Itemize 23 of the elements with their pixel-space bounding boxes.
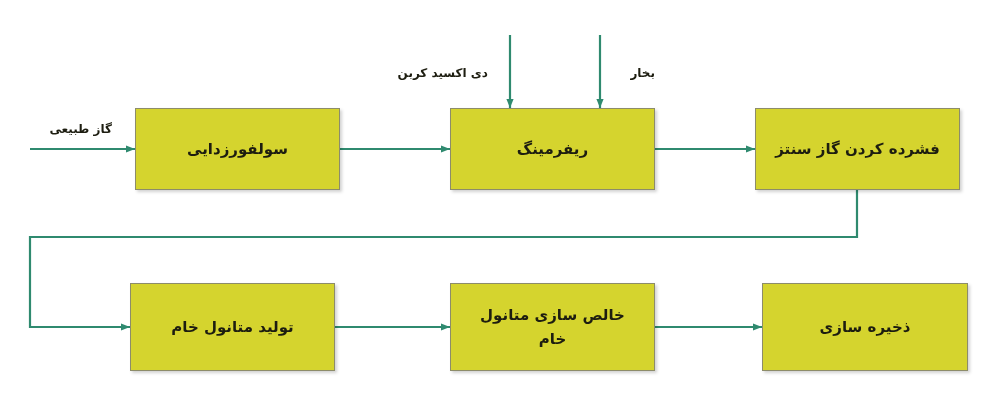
process-label: ذخیره سازی [819, 317, 911, 338]
arrow [506, 35, 514, 108]
arrow [30, 145, 135, 153]
process-label: ریفرمینگ [516, 139, 589, 160]
process-box [755, 108, 960, 190]
arrow [596, 35, 604, 108]
arrow [335, 323, 450, 331]
process-box [130, 283, 335, 371]
process-label: خالص سازی متانول خام [479, 305, 626, 350]
arrow [655, 323, 762, 331]
process-box [135, 108, 340, 190]
edge-label: گاز طبیعی [49, 122, 112, 136]
process-box [450, 108, 655, 190]
process-box [450, 283, 655, 371]
process-label: فشرده کردن گاز سنتز [775, 139, 940, 160]
edge-label: دی اکسید کربن [397, 66, 488, 80]
process-box [762, 283, 968, 371]
process-label: سولفورزدایی [187, 139, 288, 160]
process-label: تولید متانول خام [171, 317, 294, 338]
edge-label: بخار [630, 66, 655, 80]
arrow [340, 145, 450, 153]
arrow [655, 145, 755, 153]
arrow [28, 190, 859, 331]
